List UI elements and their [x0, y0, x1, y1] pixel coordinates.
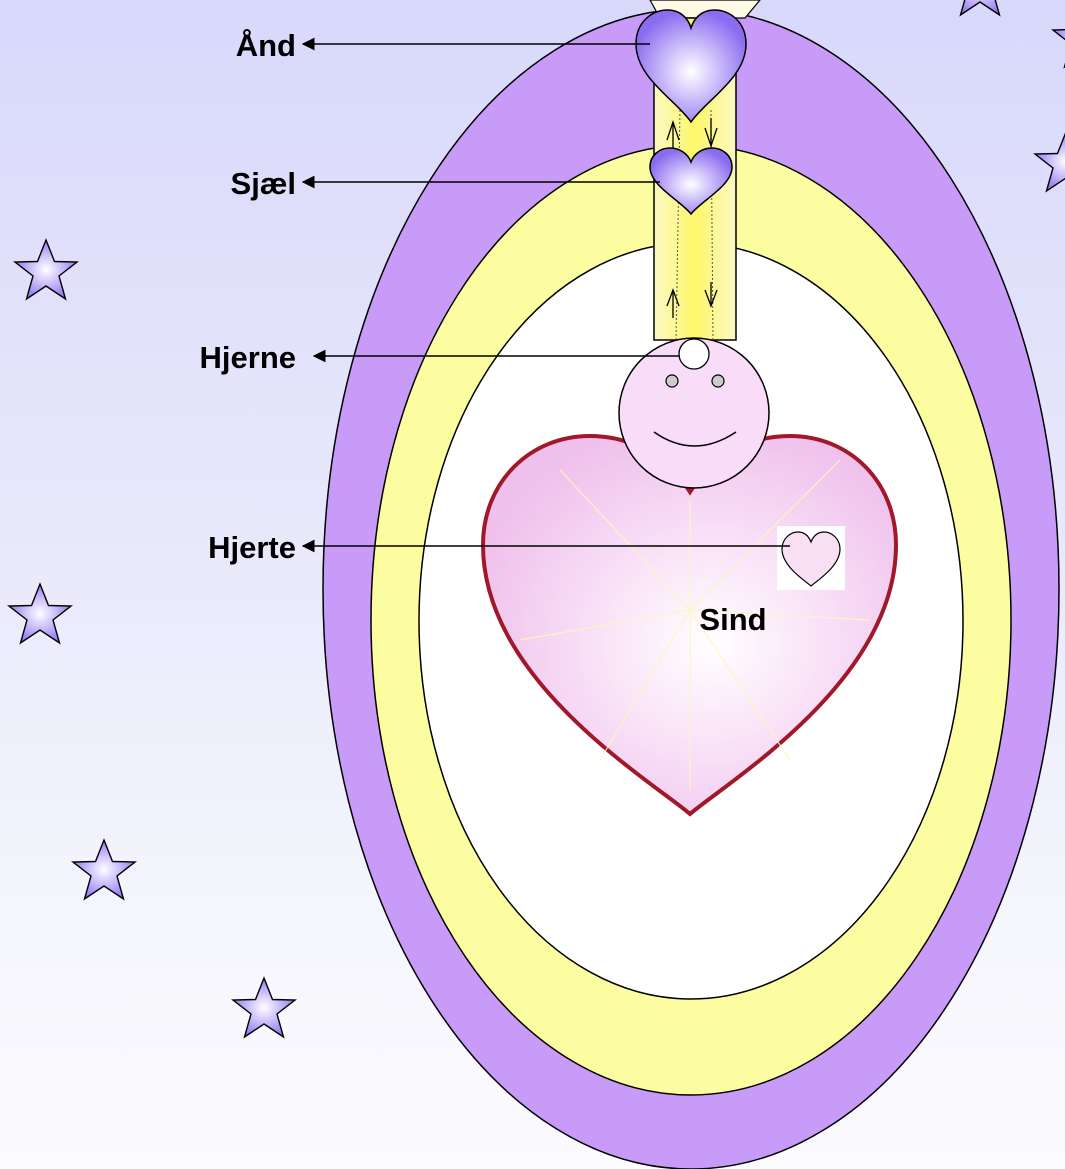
star-icon [233, 978, 295, 1037]
label-hjerne: Hjerne [200, 340, 296, 375]
label-hjerte: Hjerte [208, 530, 296, 565]
star-icon [949, 0, 1011, 15]
right-eye [712, 375, 724, 387]
star-icon [9, 584, 71, 643]
left-eye [666, 375, 678, 387]
star-icon [15, 240, 77, 299]
label-sind: Sind [699, 602, 766, 637]
label-sjael: Sjæl [231, 166, 296, 201]
brain-node [679, 339, 709, 369]
star-icon [1053, 8, 1065, 67]
star-icon [1035, 132, 1065, 191]
star-icon [73, 840, 135, 899]
label-and: Ånd [236, 28, 296, 63]
